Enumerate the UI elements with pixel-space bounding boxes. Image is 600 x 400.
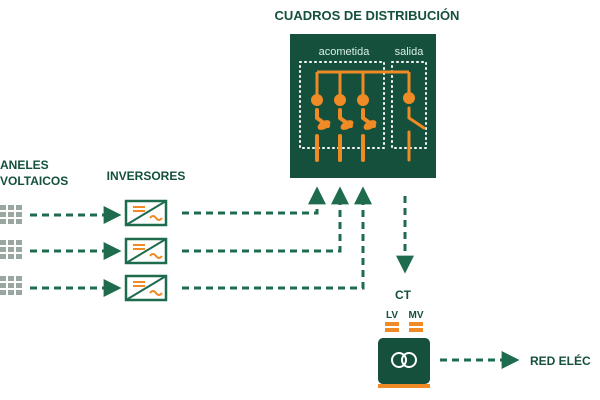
ct-terminals: [385, 322, 423, 332]
solar-panel-icon: [0, 240, 22, 259]
paneles-label-2: VOLTAICOS: [0, 174, 68, 188]
distribution-box: acometida salida: [290, 34, 436, 178]
ac-arrows: [182, 186, 414, 290]
busbar: [315, 70, 411, 98]
inverter-icon: [124, 237, 168, 265]
inverter-icon: [124, 274, 168, 302]
inverter-icon: [124, 199, 168, 227]
dc-arrows: [30, 206, 122, 297]
inversores-label: INVERSORES: [107, 169, 186, 183]
solar-panel-icon: [0, 276, 22, 295]
ct-label: CT: [395, 288, 412, 302]
mv-label: MV: [409, 310, 424, 321]
acometida-label: acometida: [319, 46, 371, 58]
distribution-title: CUADROS DE DISTRIBUCIÓN: [275, 8, 460, 23]
paneles-label-1: ANELES: [0, 158, 49, 172]
fuses: [311, 92, 415, 106]
salida-switch: [407, 106, 426, 162]
lv-label: LV: [386, 310, 398, 321]
salida-label: salida: [395, 46, 425, 58]
breaker-heads: [317, 120, 377, 130]
solar-panel-icon: [0, 205, 22, 224]
transformer-icon: [378, 338, 430, 388]
red-label: RED ELÉC: [530, 353, 591, 368]
